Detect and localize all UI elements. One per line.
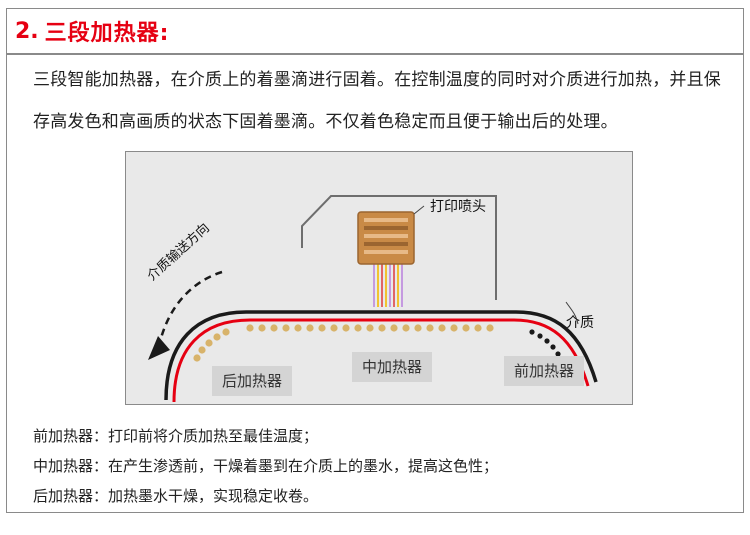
- section-frame: 2. 三段加热器: 三段智能加热器，在介质上的着墨滴进行固着。在控制温度的同时对…: [6, 8, 744, 513]
- note-separator: ：: [93, 427, 109, 445]
- note-name: 前加热器: [33, 427, 94, 445]
- intro-paragraph: 三段智能加热器，在介质上的着墨滴进行固着。在控制温度的同时对介质进行加热，并且保…: [33, 70, 721, 132]
- note-separator: ：: [93, 487, 109, 505]
- front-heater-dots: [529, 329, 561, 357]
- rear-heater-label: 后加热器: [212, 366, 293, 396]
- media-path-outer: [164, 310, 598, 401]
- note-row: 后加热器：加热墨水干燥，实现稳定收卷。: [33, 481, 737, 511]
- media-label: 介质: [566, 315, 594, 331]
- heater-diagram-graphic: [148, 195, 598, 403]
- section-title: 三段加热器:: [44, 21, 170, 46]
- note-name: 后加热器: [33, 487, 94, 505]
- section-number: 2.: [15, 18, 39, 44]
- middle-heater-dots: [246, 324, 494, 332]
- heater-notes: 前加热器：打印前将介质加热至最佳温度； 中加热器：在产生渗透前，干燥着墨到在介质…: [33, 421, 737, 511]
- media-path: [172, 318, 590, 403]
- note-name: 中加热器: [33, 457, 94, 475]
- note-row: 前加热器：打印前将介质加热至最佳温度；: [33, 421, 737, 451]
- rear-heater-dots: [193, 328, 230, 362]
- front-heater-label: 前加热器: [504, 356, 585, 386]
- note-separator: ：: [93, 457, 109, 475]
- printer-outline: [301, 195, 497, 300]
- media-pointer-line: [565, 301, 579, 325]
- note-description: 加热墨水干燥，实现稳定收卷。: [108, 487, 319, 505]
- ink-streams: [373, 264, 403, 307]
- header-divider: [7, 53, 743, 55]
- note-description: 在产生渗透前，干燥着墨到在介质上的墨水，提高这色性；: [108, 457, 499, 475]
- note-row: 中加热器：在产生渗透前，干燥着墨到在介质上的墨水，提高这色性；: [33, 451, 737, 481]
- print-head-icon: [357, 205, 425, 265]
- section-header: 2. 三段加热器:: [7, 9, 743, 53]
- print-head-label: 打印喷头: [430, 199, 486, 215]
- direction-arrow-line: [158, 270, 223, 343]
- middle-heater-label: 中加热器: [352, 352, 433, 382]
- heater-diagram: 打印喷头 介质 介质输送方向 后加热器 中加热器 前加热器: [125, 151, 633, 405]
- note-description: 打印前将介质加热至最佳温度；: [108, 427, 319, 445]
- direction-arrowhead-icon: [148, 336, 170, 360]
